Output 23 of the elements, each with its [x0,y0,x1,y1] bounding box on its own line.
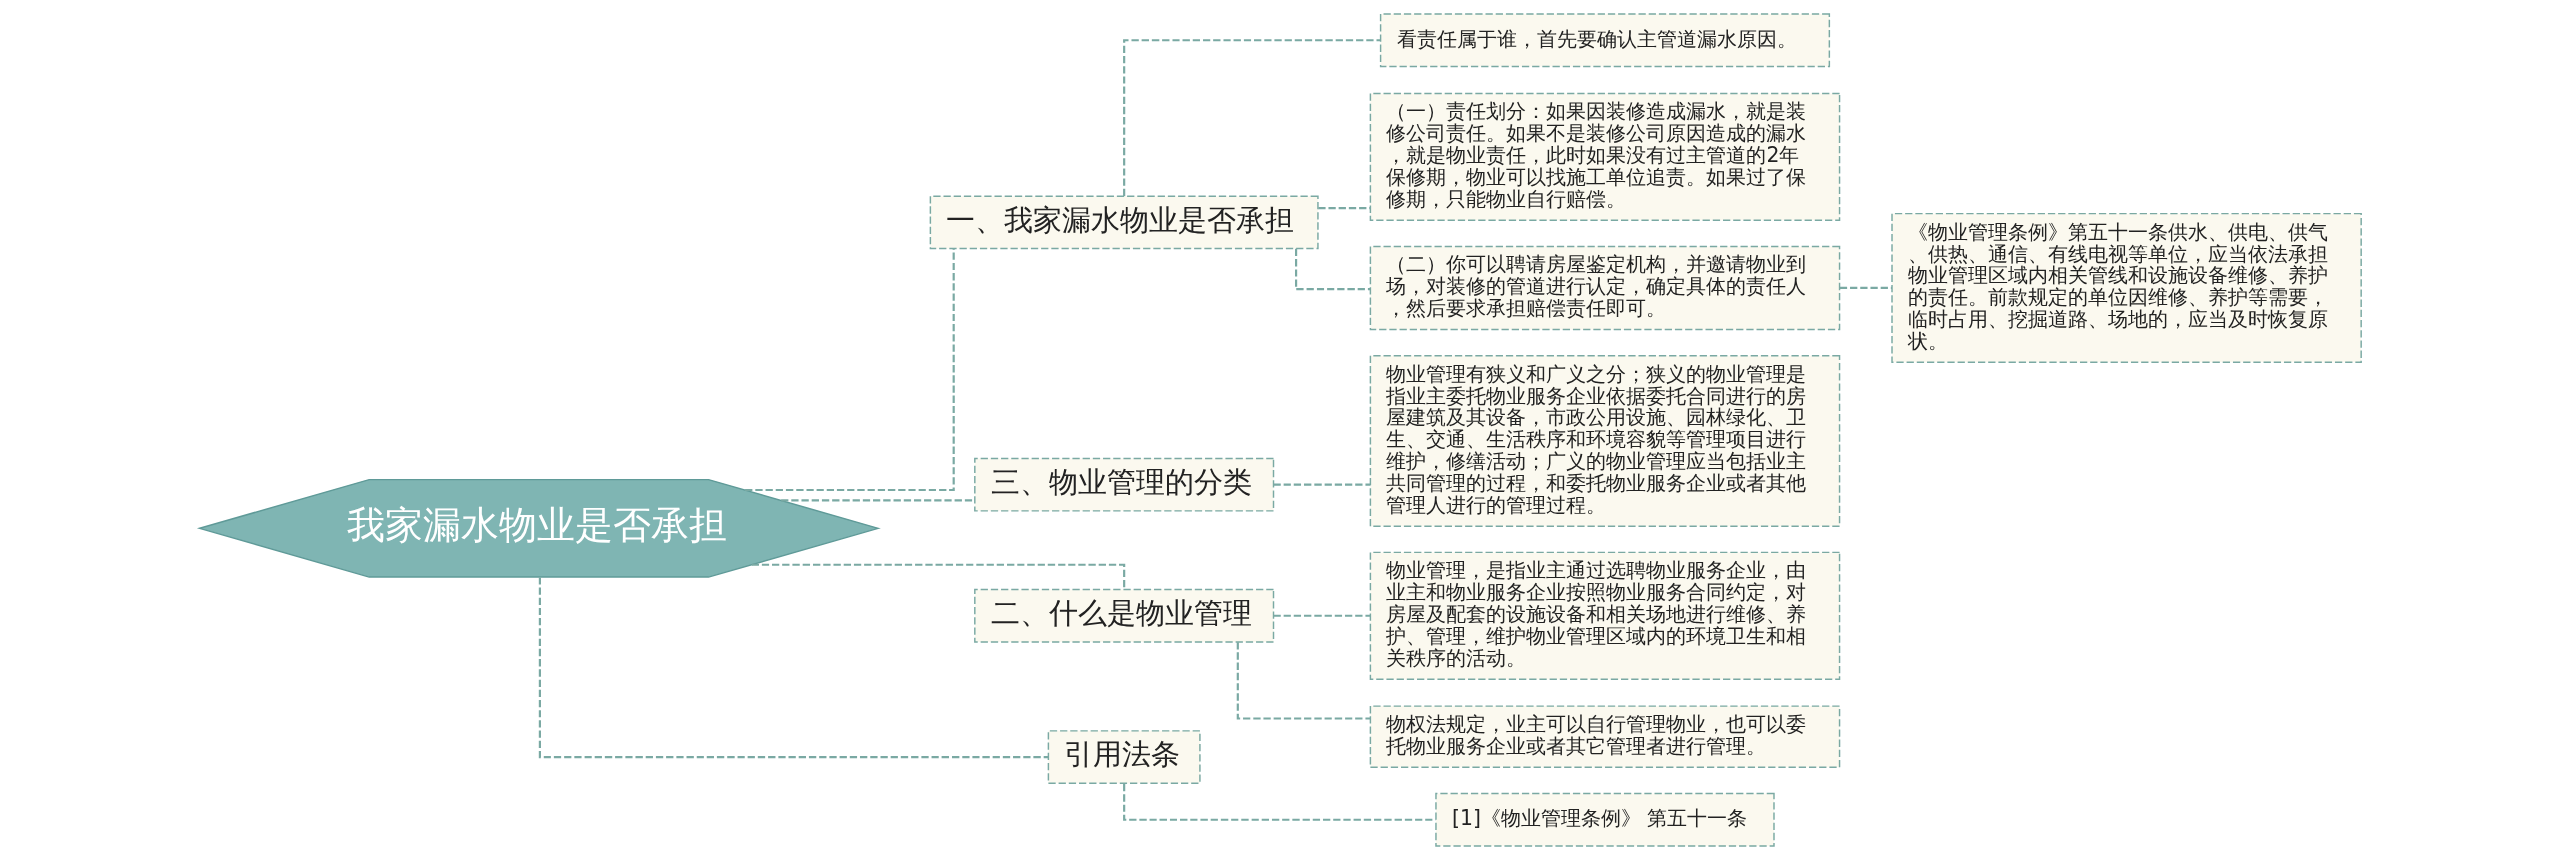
connector [744,249,955,492]
connector [1273,483,1370,486]
node-box: [1]《物业管理条例》 第五十一条 [1434,792,1775,847]
connector [1122,784,1435,821]
connector [538,577,1048,759]
node-box: 物权法规定，业主可以自行管理物业，也可以委托物业服务企业或者其它管理者进行管理。 [1369,705,1840,769]
node-box: 一、我家漏水物业是否承担 [929,195,1319,250]
connector [1317,207,1370,210]
node-box: 引用法条 [1047,730,1201,785]
node-box: 物业管理，是指业主通过选聘物业服务企业，由业主和物业服务企业按照物业服务合同约定，对房屋及配套的设施设备和相关场地进行维修、养护、管理，维护物业管理区域内的环境卫生和相关秩序的活动。 [1369,551,1840,680]
node-box: 二、什么是物业管理 [973,588,1274,643]
connector [1839,286,1892,290]
node-box: 看责任属于谁，首先要确认主管道漏水原因。 [1379,13,1830,68]
node-box: （二）你可以聘请房屋鉴定机构，并邀请物业到场，对装修的管道进行认定，确定具体的责任人，然后要求承担赔偿责任即可。 [1369,245,1840,331]
connector [1236,642,1370,720]
connector [1122,39,1380,196]
node-box: 物业管理有狭义和广义之分；狭义的物业管理是指业主委托物业服务企业依据委托合同进行的房屋建筑及其设备，市政公用设施、园林绿化、卫生、交通、生活秩序和环境容貌等管理项目进行维护，修缮活动；广义的物业管理应当包括业主共同管理的过程，和委托物业服务企业或者其他管理人进行的管理过程。 [1369,354,1840,527]
node-box: 三、物业管理的分类 [973,457,1274,512]
node-box: （一）责任划分：如果因装修造成漏水，就是装修公司责任。如果不是装修公司原因造成的漏水，就是物业责任，此时如果没有过主管道的2年保修期，物业可以找施工单位追责。如果过了保修期，只能物业自行赔偿。 [1369,92,1840,221]
node-box: 《物业管理条例》第五十一条供水、供电、供气、供热、通信、有线电视等单位，应当依法承担物业管理区域内相关管线和设施设备维修、养护的责任。前款规定的单位因维修、养护等需要，临时占用、挖掘道路、场地的，应当及时恢复原状。 [1890,212,2362,363]
connector [1273,614,1370,617]
connector [1294,248,1370,291]
connector [780,499,975,502]
